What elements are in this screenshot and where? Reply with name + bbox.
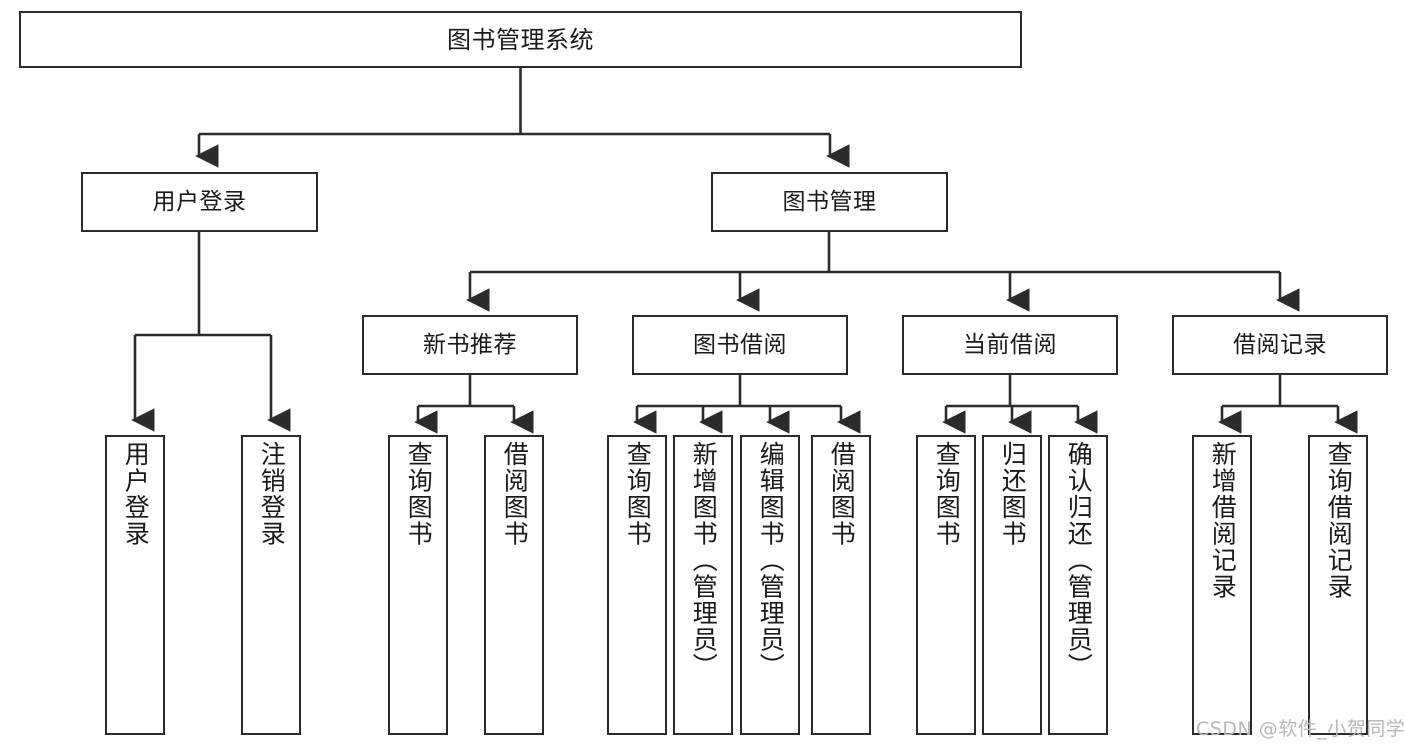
node-leaf-user-logout-label: 注销登录	[257, 441, 287, 547]
node-leaf-edit-book-label: 编辑图书（管理员）	[756, 441, 786, 680]
node-leaf-confirm-return[interactable]: 确认归还（管理员）	[1048, 435, 1108, 735]
node-leaf-return-book[interactable]: 归还图书	[982, 435, 1042, 735]
node-leaf-query-book-1-label: 查询图书	[404, 441, 434, 547]
node-leaf-add-book-label: 新增图书（管理员）	[689, 441, 719, 680]
node-leaf-query-book-3[interactable]: 查询图书	[916, 435, 976, 735]
node-leaf-borrow-book-2[interactable]: 借阅图书	[811, 435, 871, 735]
node-book-borrow-label: 图书借阅	[693, 331, 787, 358]
node-leaf-edit-book[interactable]: 编辑图书（管理员）	[740, 435, 800, 735]
node-book-borrow[interactable]: 图书借阅	[632, 315, 848, 375]
node-leaf-query-book-2-label: 查询图书	[623, 441, 653, 547]
node-leaf-add-record[interactable]: 新增借阅记录	[1192, 435, 1252, 735]
node-user-login[interactable]: 用户登录	[81, 172, 318, 232]
node-leaf-query-book-3-label: 查询图书	[932, 441, 962, 547]
node-leaf-borrow-book-1-label: 借阅图书	[500, 441, 530, 547]
node-leaf-query-record-label: 查询借阅记录	[1324, 441, 1354, 600]
node-book-management[interactable]: 图书管理	[711, 172, 948, 232]
node-new-book-recommend[interactable]: 新书推荐	[362, 315, 578, 375]
node-leaf-query-record[interactable]: 查询借阅记录	[1308, 435, 1368, 735]
node-borrow-record-label: 借阅记录	[1233, 331, 1327, 358]
node-leaf-add-record-label: 新增借阅记录	[1208, 441, 1238, 600]
node-leaf-query-book-1[interactable]: 查询图书	[388, 435, 448, 735]
node-current-borrow-label: 当前借阅	[963, 331, 1057, 358]
node-root-label: 图书管理系统	[447, 25, 594, 54]
node-user-login-label: 用户登录	[152, 188, 247, 215]
node-borrow-record[interactable]: 借阅记录	[1172, 315, 1388, 375]
node-leaf-user-logout[interactable]: 注销登录	[241, 435, 301, 735]
node-leaf-add-book[interactable]: 新增图书（管理员）	[673, 435, 733, 735]
node-leaf-user-login-label: 用户登录	[121, 441, 151, 547]
node-leaf-query-book-2[interactable]: 查询图书	[607, 435, 667, 735]
node-leaf-return-book-label: 归还图书	[998, 441, 1028, 547]
node-leaf-borrow-book-2-label: 借阅图书	[827, 441, 857, 547]
node-book-management-label: 图书管理	[782, 188, 877, 215]
node-root[interactable]: 图书管理系统	[19, 11, 1022, 68]
csdn-watermark: CSDN @软件_小贺同学	[1196, 718, 1405, 740]
node-current-borrow[interactable]: 当前借阅	[902, 315, 1118, 375]
node-leaf-confirm-return-label: 确认归还（管理员）	[1064, 441, 1094, 680]
node-leaf-user-login[interactable]: 用户登录	[105, 435, 165, 735]
node-new-book-recommend-label: 新书推荐	[423, 331, 517, 358]
node-leaf-borrow-book-1[interactable]: 借阅图书	[484, 435, 544, 735]
